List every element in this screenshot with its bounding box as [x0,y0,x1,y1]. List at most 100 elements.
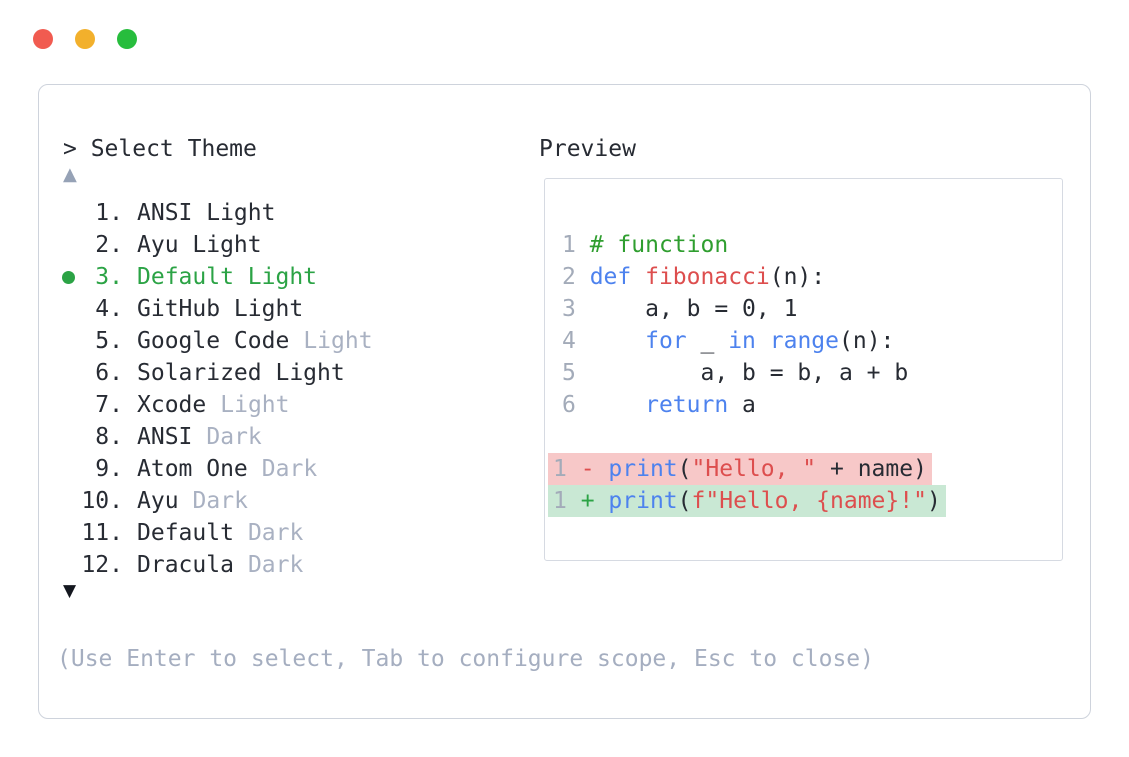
theme-picker-dialog: > Select Theme Preview ▲ 1. ANSI Light 2.A… [38,84,1091,719]
code-token: ) [926,488,941,514]
code-token [756,328,770,354]
theme-name: Atom One [137,456,248,482]
code-token: fibonacci [645,264,770,290]
theme-variant: Dark [247,552,304,578]
theme-option[interactable]: 3. Default Light [39,261,550,293]
line-number: 1 [562,232,590,258]
theme-number: 8. [95,424,123,450]
theme-variant: Dark [206,424,262,450]
theme-number: 9. [95,456,123,482]
code-token: for [645,328,687,354]
diff-added-line: 1 + print(f"Hello, {name}!") [548,485,946,517]
select-theme-prompt: > Select Theme [63,136,257,162]
code-token: print [608,456,678,482]
code-token [590,328,645,354]
theme-option[interactable]: 5. Google Code Light [39,325,550,357]
preview-label: Preview [539,136,636,162]
theme-name: Xcode [137,392,207,418]
code-token: (n): [769,264,826,290]
theme-option[interactable]: 12. Dracula Dark [39,549,550,581]
code-token: _ [686,328,729,354]
code-token: "Hello, " [691,456,817,482]
code-token: a [728,392,756,418]
code-token: + name) [816,456,927,482]
code-line: 1 + print(f"Hello, {name}!") [548,485,1062,517]
theme-option[interactable]: 4. GitHub Light [39,293,550,325]
theme-name: Solarized Light [137,360,345,386]
theme-variant: Light [220,392,290,418]
code-token: + [580,488,595,514]
code-token: in [728,328,756,354]
theme-number: 5. [95,328,123,354]
keyboard-hint: (Use Enter to select, Tab to configure s… [57,646,874,672]
theme-name: ANSI Light [137,200,276,226]
theme-list: 1. ANSI Light 2.Ayu Light 3. Default Light 4.… [39,197,550,581]
theme-option[interactable]: 7. Xcode Light [39,389,550,421]
line-number: 5 [562,360,590,386]
code-token: a, b = 0, 1 [589,296,798,322]
theme-number: 11. [81,520,123,546]
line-number: 1 [553,488,581,514]
code-line: 6 return a [562,389,1062,421]
theme-number: 1. [95,200,123,226]
code-line: 2 def fibonacci(n): [562,261,1062,293]
code-line: 1 - print("Hello, " + name) [548,453,1062,485]
code-token: ( [677,456,692,482]
scroll-down-icon[interactable]: ▼ [63,581,77,601]
theme-number: 3. [95,264,123,290]
theme-name: Ayu [137,488,179,514]
code-token: return [645,392,729,418]
line-number: 2 [562,264,590,290]
scroll-up-icon[interactable]: ▲ [63,164,77,185]
code-token: a, b = b, a + b [589,360,909,386]
theme-number: 4. [95,296,123,322]
minimize-window-button[interactable] [75,29,95,49]
theme-name: GitHub Light [137,296,304,322]
line-number: 4 [562,328,590,354]
theme-number: 6. [95,360,123,386]
theme-name: Ayu Light [137,232,262,258]
theme-name: Google Code [137,328,290,354]
line-number: 1 [553,456,581,482]
theme-option[interactable]: 2.Ayu Light [39,229,550,261]
line-number: 3 [562,296,590,322]
theme-variant: Light [303,328,373,354]
diff-removed-line: 1 - print("Hello, " + name) [548,453,932,485]
theme-name: Dracula [137,552,234,578]
theme-name: Default [137,520,234,546]
code-token: (n): [839,328,895,354]
theme-option[interactable]: 11. Default Dark [39,517,550,549]
theme-variant: Dark [261,456,318,482]
selected-bullet-icon [62,270,75,284]
code-token: - [580,456,595,482]
code-token [590,392,645,418]
theme-name: Default Light [137,264,318,290]
theme-variant: Dark [192,488,248,514]
code-token: def [589,264,632,290]
code-token: range [769,328,839,354]
line-number: 6 [562,392,590,418]
code-token [595,488,609,514]
code-token: print [608,488,678,514]
theme-number: 7. [95,392,123,418]
close-window-button[interactable] [33,29,53,49]
code-line: 4 for _ in range(n): [562,325,1062,357]
zoom-window-button[interactable] [117,29,137,49]
code-token [595,456,609,482]
code-line: 5 a, b = b, a + b [562,357,1062,389]
code-token: ( [677,488,692,514]
theme-option[interactable]: 6. Solarized Light [39,357,550,389]
theme-number: 10. [81,488,123,514]
theme-option[interactable]: 10. Ayu Dark [39,485,550,517]
theme-number: 12. [81,552,123,578]
theme-variant: Dark [247,520,304,546]
code-token [631,264,645,290]
code-line: 1 # function [562,229,1062,261]
code-token: f"Hello, {name}!" [691,488,927,514]
theme-option[interactable]: 9. Atom One Dark [39,453,550,485]
code-line [562,421,1062,453]
theme-option[interactable]: 1. ANSI Light [39,197,550,229]
